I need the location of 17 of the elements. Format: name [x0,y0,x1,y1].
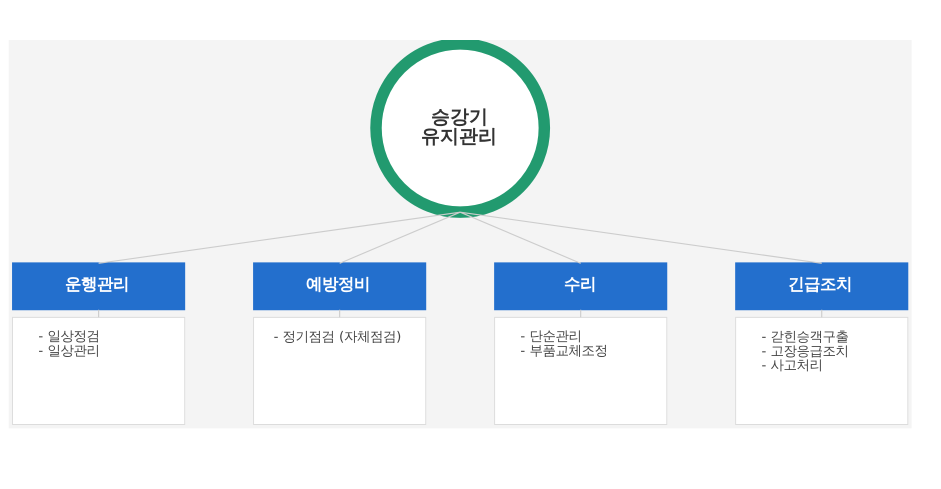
node-box: - 단순관리 - 부품교체조정 [494,316,668,425]
node-box: - 갇힌승객구출 - 고장응급조치 - 사고처리 [735,316,908,425]
connector [98,310,100,318]
connector [339,310,340,318]
node-box: - 일상정검 - 일상관리 [12,316,186,425]
node-box: 예방정비 [253,262,426,310]
node-box: 수리 [494,262,668,310]
connector [98,212,460,264]
connector [460,212,581,264]
connector [460,212,822,264]
node-circle: 승강기 유지관리 [370,40,550,218]
connector [339,212,460,264]
connector [580,310,582,318]
node-box: 긴급조치 [735,262,908,310]
connector [821,310,822,318]
node-box: - 정기점검 (자체점검) [253,316,426,425]
node-box: 운행관리 [12,262,186,310]
